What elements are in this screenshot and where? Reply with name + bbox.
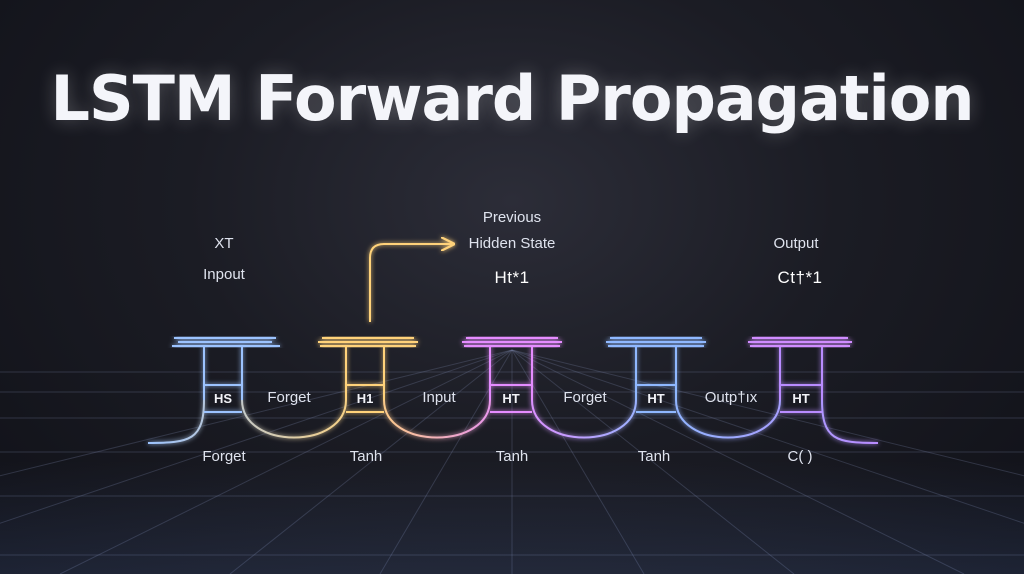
cell-1 bbox=[203, 346, 243, 413]
hidden-state-loop bbox=[369, 244, 452, 322]
page-title: LSTM Forward Propagation bbox=[50, 62, 974, 135]
bottom-label-c: C( ) bbox=[787, 448, 813, 465]
cell-3-tag: HT bbox=[502, 391, 520, 406]
cell-4-tag: HT bbox=[647, 391, 665, 406]
cell-2-tag: H1 bbox=[356, 391, 374, 406]
bottom-label-forget: Forget bbox=[202, 448, 246, 465]
bottom-label-tanh-3: Tanh bbox=[637, 448, 671, 465]
bottom-label-tanh-2: Tanh bbox=[495, 448, 529, 465]
cell-1-tag: HS bbox=[213, 391, 233, 406]
ht1-label: Ht*1 bbox=[494, 268, 530, 287]
xt-label: XT bbox=[214, 235, 234, 252]
cell-2 bbox=[345, 346, 385, 413]
ct1-label: Ct†*1 bbox=[777, 268, 823, 287]
cell-4 bbox=[635, 346, 677, 413]
cell-state-curve bbox=[147, 399, 879, 444]
gate-label-forget-1: Forget bbox=[267, 389, 311, 406]
input-label: Inpout bbox=[203, 266, 245, 283]
gate-label-output: Outp†ıx bbox=[704, 389, 758, 406]
gate-label-forget-2: Forget bbox=[563, 389, 607, 406]
hidden-state-label: Hidden State bbox=[468, 235, 556, 252]
cell-5-tag: HT bbox=[792, 391, 810, 406]
cell-3 bbox=[489, 346, 533, 413]
output-label: Output bbox=[773, 235, 819, 252]
gate-label-input: Input bbox=[422, 389, 456, 406]
cell-5 bbox=[779, 346, 823, 413]
previous-label: Previous bbox=[482, 209, 542, 226]
cell-tops bbox=[172, 337, 852, 347]
bottom-label-tanh-1: Tanh bbox=[349, 448, 383, 465]
